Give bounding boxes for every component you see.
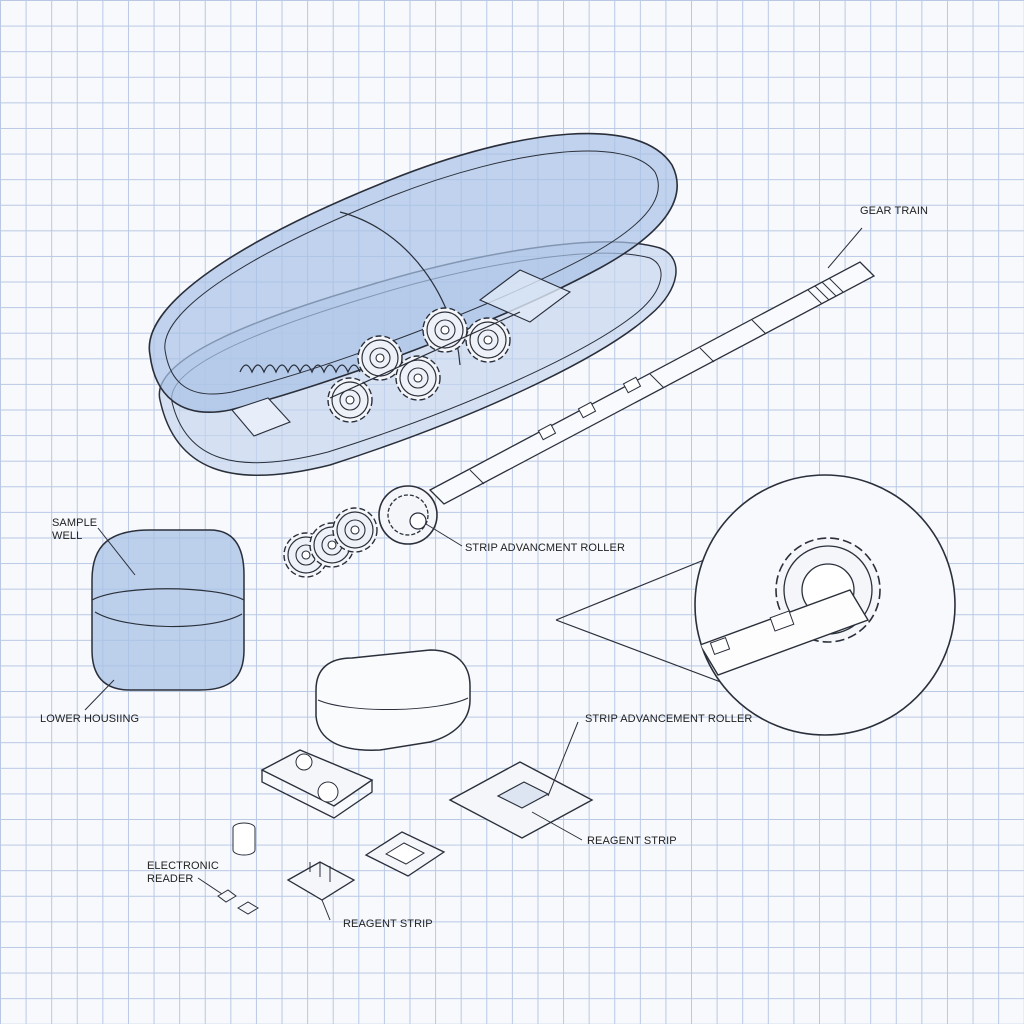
label-electronic-reader: ELECTRONIC READER (147, 860, 227, 886)
label-sample-well: SAMPLE WELL (52, 517, 122, 543)
label-electronic-reader-line2: READER (147, 873, 194, 885)
spring (239, 364, 361, 374)
label-sample-well-line2: WELL (52, 530, 83, 542)
reagent-strip-long (428, 227, 876, 505)
label-gear-train: GEAR TRAIN (860, 205, 929, 217)
label-sample-well-line1: SAMPLE (52, 517, 98, 529)
housing-assembly (148, 132, 678, 476)
label-electronic-reader-line1: ELECTRONIC (147, 860, 219, 872)
detail-callout (555, 474, 956, 736)
label-lower-housing: LOWER HOUSIING (40, 713, 140, 725)
label-reagent-strip-1: REAGENT STRIP (587, 835, 677, 847)
electronic-components (197, 649, 594, 921)
sample-well-block (84, 527, 245, 711)
gear-train (283, 485, 463, 578)
label-reagent-strip-2: REAGENT STRIP (343, 918, 433, 930)
label-strip-advancement-roller-1: STRIP ADVANCMENT ROLLER (465, 542, 626, 554)
label-strip-advancement-roller-2: STRIP ADVANCEMENT ROLLER (585, 713, 753, 725)
